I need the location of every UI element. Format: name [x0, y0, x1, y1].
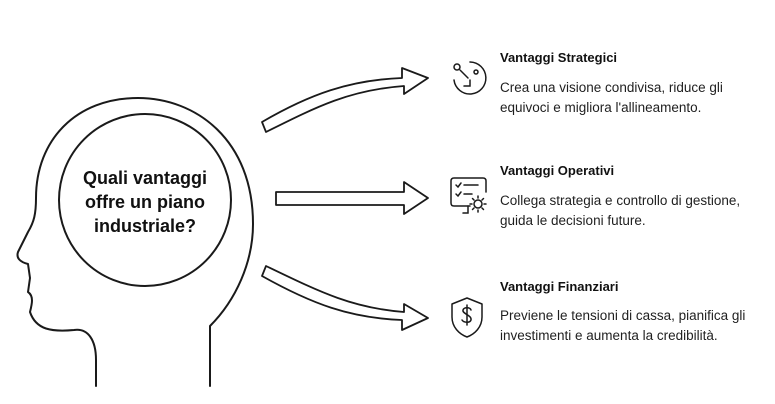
arrow-operative [275, 181, 429, 215]
desc-operative: Collega strategia e controllo di gestion… [500, 193, 741, 228]
arrow-strategic [261, 67, 429, 133]
arrow-financial [261, 265, 429, 331]
desc-strategic: Crea una visione condivisa, riduce gli e… [500, 80, 723, 115]
central-question: Quali vantaggi offre un piano industrial… [82, 168, 208, 236]
strategy-path-icon [453, 61, 487, 95]
title-strategic: Vantaggi Strategici [500, 50, 618, 65]
question-circle [58, 113, 232, 287]
desc-financial: Previene le tensioni di cassa, pianifica… [500, 308, 746, 343]
title-operative: Vantaggi Operativi [500, 163, 615, 178]
title-financial: Vantaggi Finanziari [500, 279, 619, 294]
head-silhouette [16, 97, 254, 387]
dashboard-gear-icon [450, 177, 487, 214]
shield-dollar-icon [451, 297, 483, 338]
